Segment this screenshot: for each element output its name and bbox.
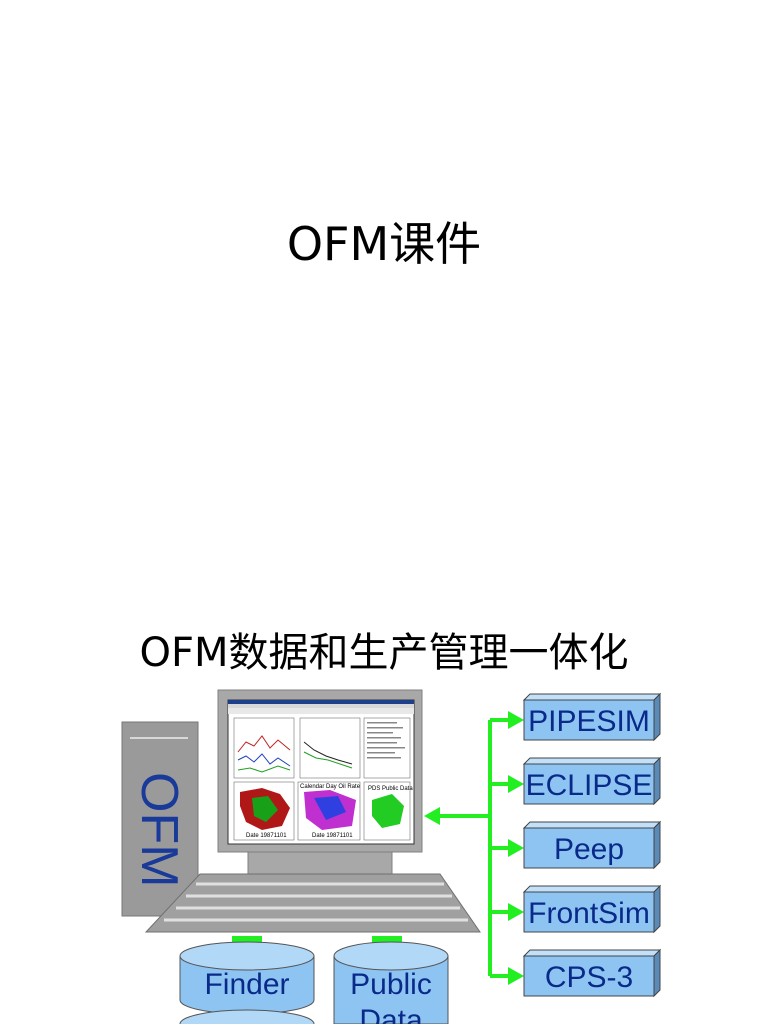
tool-box-front xyxy=(523,763,655,805)
tool-box-top xyxy=(522,949,662,957)
slide-title: OFM课件 xyxy=(286,217,482,271)
tool-box-label: CPS-3 xyxy=(545,961,633,994)
keyboard xyxy=(144,873,481,933)
system-diagram: OFM Date 19871101 Calendar Day Oil xyxy=(121,689,662,1024)
tool-box-side xyxy=(653,692,661,742)
connector-arrowheads xyxy=(424,711,524,985)
tool-box-top xyxy=(522,885,662,893)
connector-bus xyxy=(438,718,510,978)
tool-box-label: PIPESIM xyxy=(528,705,650,738)
slide-subtitle: OFM数据和生产管理一体化 xyxy=(139,630,629,676)
database-data-label: Data xyxy=(359,1004,423,1024)
tool-box-front xyxy=(523,891,655,933)
tool-box-label: Peep xyxy=(554,833,624,866)
tool-box-peep: Peep xyxy=(522,820,662,870)
tool-box-frontsim: FrontSim xyxy=(522,884,662,934)
tool-box-side xyxy=(653,948,661,998)
panel-title: Calendar Day Oil Rate xyxy=(300,784,361,790)
date-label-2: Date 19871101 xyxy=(312,833,353,839)
tool-box-side xyxy=(653,756,661,806)
tool-box-front xyxy=(523,955,655,997)
tool-box-top xyxy=(522,693,662,701)
tower-label: OFM xyxy=(130,772,188,888)
tool-box-front xyxy=(523,699,655,741)
tool-box-top xyxy=(522,821,662,829)
tool-box-eclipse: ECLIPSE xyxy=(522,756,662,806)
tool-box-cps-3: CPS-3 xyxy=(522,948,662,998)
tool-box-label: FrontSim xyxy=(528,897,650,930)
database-public-data: Public Data xyxy=(333,941,449,1024)
date-label-1: Date 19871101 xyxy=(246,833,287,839)
tool-box-side xyxy=(653,884,661,934)
tool-box-label: ECLIPSE xyxy=(526,769,653,802)
map-label: PDS Public Data xyxy=(368,786,413,792)
tool-box-top xyxy=(522,757,662,765)
tool-box-side xyxy=(653,820,661,870)
database-finder-label: Finder xyxy=(204,968,289,1001)
computer-tower: OFM xyxy=(121,721,199,917)
database-finder: Finder xyxy=(179,941,315,1024)
tool-box-front xyxy=(523,827,655,869)
tool-box-pipesim: PIPESIM xyxy=(522,692,662,742)
database-public-label: Public xyxy=(350,968,432,1001)
monitor-stand xyxy=(247,851,393,875)
monitor: Date 19871101 Calendar Day Oil Rate Date… xyxy=(217,689,423,853)
